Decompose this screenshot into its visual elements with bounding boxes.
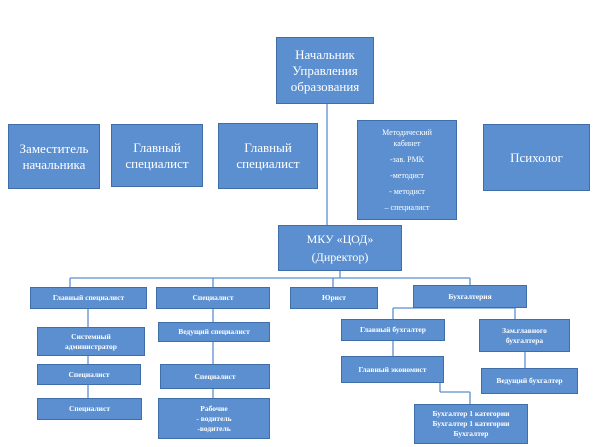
methodical-line-4: -методист [390, 171, 424, 180]
workers-box: Рабочие - водитель -водитель [158, 398, 270, 439]
workers-line-3: -водитель [197, 423, 231, 433]
sysadmin-line-2: администратор [65, 341, 117, 351]
specialist-b-label: Специалист [68, 404, 111, 413]
chief-accountant-box: Главный бухгалтер [341, 319, 445, 341]
chief-specialist-box-1: Главный специалист [111, 124, 203, 187]
deputy-chief-accountant-box: Зам.главного бухгалтера [479, 319, 570, 352]
psychologist-box: Психолог [483, 124, 590, 191]
chief-specialist-box-2: Главный специалист [218, 123, 318, 189]
deputy-box: Заместитель начальника [8, 124, 100, 189]
specialist-box-c: Специалист [160, 364, 270, 389]
methodical-line-1: Методический [382, 128, 432, 137]
methodical-line-3: -зав. РМК [389, 155, 425, 164]
mku-box: МКУ «ЦОД» (Директор) [278, 225, 402, 271]
chief-economist-label: Главный экономист [358, 364, 427, 374]
chief-accountant-label: Главный бухгалтер [360, 325, 426, 334]
psychologist-label: Психолог [510, 149, 563, 165]
head-line-3: образования [290, 78, 360, 94]
sysadmin-box: Системный администратор [37, 327, 145, 356]
methodical-line-5: - методист [389, 187, 425, 196]
chief-economist-box: Главный экономист [341, 356, 444, 383]
accountants-line-1: Бухгалтер 1 категории [432, 409, 510, 418]
specialist-box: Специалист [156, 287, 270, 309]
workers-line-1: Рабочие [200, 403, 228, 413]
lead-specialist-label: Ведущий специалист [178, 327, 250, 336]
chief-specialist-2-line-2: специалист [236, 156, 300, 171]
head-box: Начальник Управления образования [276, 37, 374, 104]
cod-chief-specialist-box: Главный специалист [30, 287, 147, 309]
lead-accountant-label: Ведущий бухгалтер [496, 376, 563, 385]
specialist-c-label: Специалист [194, 371, 236, 381]
methodical-line-6: – специалист [384, 203, 430, 212]
lead-specialist-box: Ведущий специалист [158, 322, 270, 342]
specialist-box-a: Специалист [37, 364, 141, 385]
accountants-line-3: Бухгалтер [453, 429, 489, 438]
specialist-label: Специалист [192, 293, 234, 302]
methodical-line-2: кабинет [393, 139, 421, 148]
methodical-cabinet-box: Методический кабинет -зав. РМК -методист… [357, 120, 457, 220]
workers-line-2: - водитель [196, 413, 232, 423]
head-line-2: Управления [292, 62, 358, 78]
mku-line-2: (Директор) [311, 250, 369, 264]
sysadmin-line-1: Системный [71, 331, 111, 341]
deputy-chief-accountant-line-2: бухгалтера [505, 335, 544, 345]
chief-specialist-1-line-2: специалист [125, 155, 189, 171]
head-line-1: Начальник [295, 46, 355, 62]
chief-specialist-1-line-1: Главный [133, 139, 181, 155]
deputy-line-2: начальника [22, 156, 86, 172]
accountants-line-2: Бухгалтер 1 категории [432, 419, 510, 428]
mku-line-1: МКУ «ЦОД» [306, 232, 374, 246]
chief-specialist-2-line-1: Главный [244, 140, 292, 155]
deputy-line-1: Заместитель [19, 140, 89, 156]
accounting-label: Бухгалтерия [448, 291, 492, 301]
lawyer-box: Юрист [290, 287, 378, 309]
accountants-cat1-box: Бухгалтер 1 категории Бухгалтер 1 катего… [414, 404, 528, 444]
lawyer-label: Юрист [322, 293, 346, 302]
cod-chief-specialist-label: Главный специалист [52, 293, 125, 302]
accounting-box: Бухгалтерия [413, 285, 527, 308]
lead-accountant-box: Ведущий бухгалтер [481, 368, 578, 394]
deputy-chief-accountant-line-1: Зам.главного [502, 325, 547, 335]
specialist-a-label: Специалист [68, 369, 110, 379]
specialist-box-b: Специалист [37, 398, 142, 420]
